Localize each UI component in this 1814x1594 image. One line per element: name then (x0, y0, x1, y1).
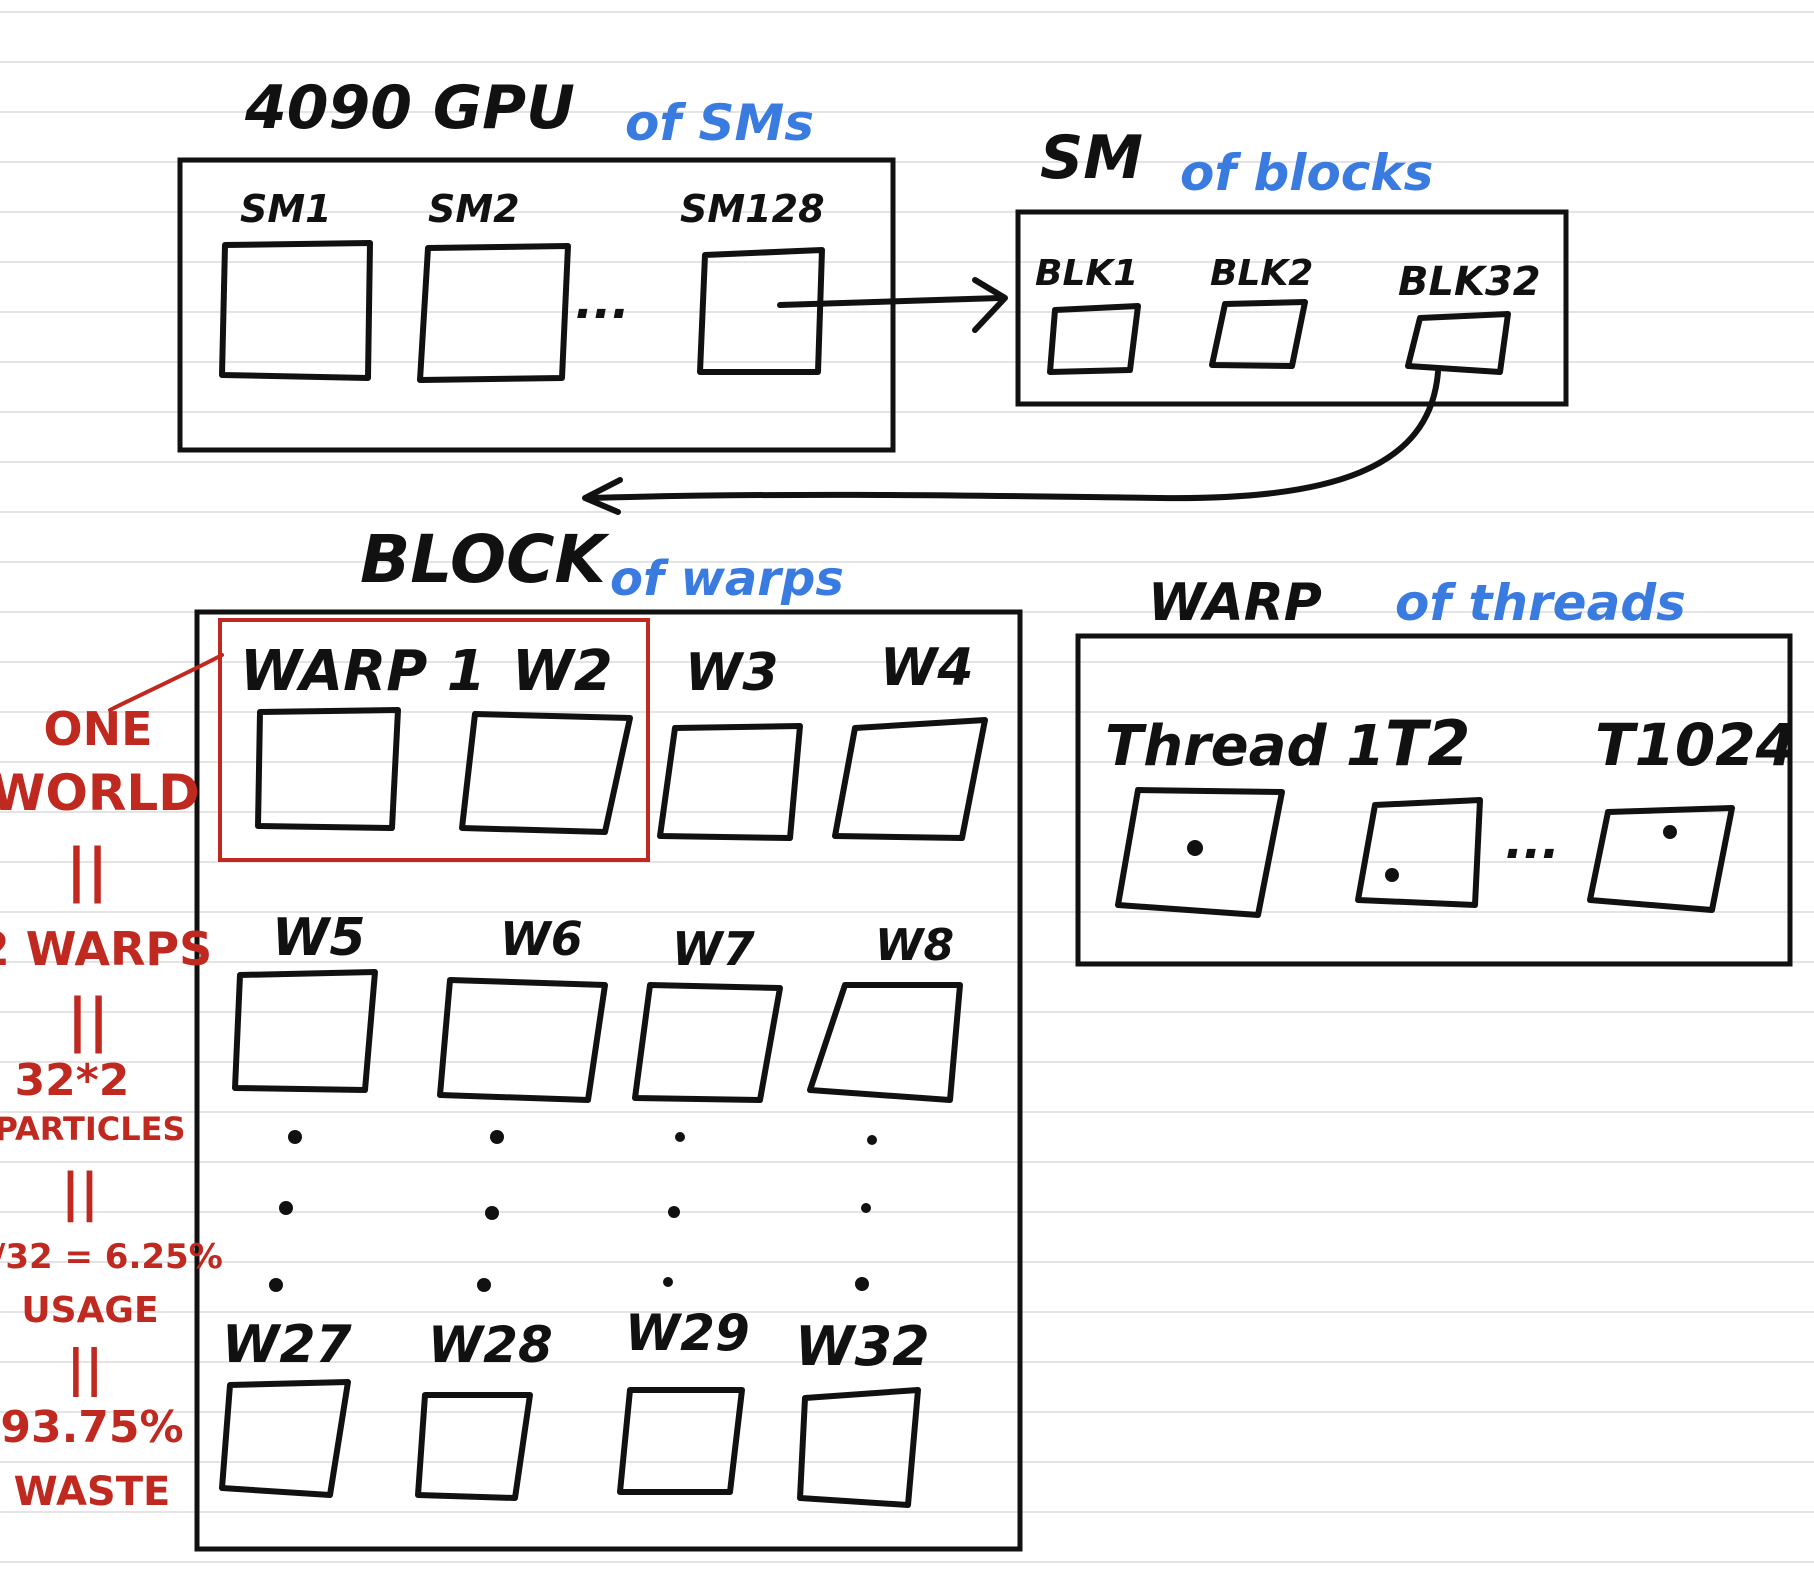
annotation-line: WORLD (0, 764, 200, 822)
block-box-1 (1047, 303, 1141, 375)
arrow-head-1 (972, 277, 1008, 333)
annotation-line: || (67, 1339, 104, 1397)
thread-box-1 (1115, 787, 1285, 918)
annotation-line: 2/32 = 6.25% (0, 1237, 223, 1277)
gpu-frame (177, 157, 896, 453)
gpu-group: 4090 GPU of SMs SM1 SM2 SM128 ... (177, 73, 896, 453)
block-frame (194, 609, 1023, 1552)
warp-label-3: W3 (685, 643, 779, 703)
warp-label-32: W32 (795, 1315, 930, 1378)
block-label-32: BLK32 (1398, 259, 1541, 305)
ellipsis-dot (861, 1203, 871, 1213)
thread-label-2: T2 (1385, 707, 1470, 780)
warp-label-2: W2 (512, 639, 613, 704)
sm-label-2: SM2 (428, 187, 520, 231)
block-box-32 (1405, 311, 1511, 375)
annotation-line: 32*2 (15, 1055, 130, 1106)
arrow-head-2 (582, 477, 623, 515)
thread-dot-icon (1385, 868, 1399, 882)
ellipsis-dot (490, 1130, 504, 1144)
ellipsis-dot (485, 1206, 499, 1220)
warp-label-1: WARP 1 (240, 639, 486, 704)
annotation-line: WASTE (14, 1469, 171, 1515)
annotation-connector (108, 653, 224, 712)
annotation-line: PARTICLES (0, 1110, 186, 1148)
waste-annotation: ONE WORLD || 2 WARPS || 32*2 PARTICLES |… (0, 702, 223, 1515)
annotation-line: 2 WARPS (0, 922, 212, 976)
thread-label-1: Thread 1 (1105, 714, 1385, 779)
ellipsis-dot (663, 1277, 673, 1287)
block-label-1: BLK1 (1035, 253, 1138, 294)
warp-box-4 (832, 717, 988, 841)
sm-frame (1015, 209, 1569, 407)
annotation-line: || (66, 836, 108, 904)
ellipsis-dot (855, 1277, 869, 1291)
warp-label-5: W5 (272, 908, 366, 968)
annotation-line: USAGE (21, 1290, 158, 1331)
warp-box-28 (415, 1392, 533, 1501)
block-title: BLOCK (360, 521, 611, 598)
block-box-2 (1209, 299, 1308, 369)
gpu-title: 4090 GPU (244, 73, 575, 143)
block-group: BLOCK of warps WARP 1 W2 W3 W4 W5 W6 W7 … (194, 521, 1023, 1552)
ellipsis-dot (668, 1206, 680, 1218)
sm-box-1 (219, 240, 373, 381)
warp-box-7 (632, 982, 783, 1103)
sm-box-2 (417, 243, 571, 383)
sm-label-128: SM128 (680, 187, 825, 231)
warp-label-6: W6 (500, 912, 583, 966)
warp-box-32 (797, 1387, 921, 1508)
ellipsis-dot (867, 1135, 877, 1145)
warp-box-6 (437, 977, 608, 1103)
warp-box-2 (459, 711, 633, 835)
thread-ellipsis: ... (1505, 814, 1560, 870)
annotation-line: || (61, 1163, 99, 1223)
warp-box-3 (657, 723, 803, 841)
warp-label-7: W7 (672, 922, 755, 976)
ellipsis-dot (477, 1278, 491, 1292)
warp-label-4: W4 (880, 638, 974, 698)
warp-box-8 (807, 982, 963, 1103)
thread-dot-icon (1663, 825, 1677, 839)
sm-ellipsis: ... (575, 274, 630, 330)
warp-title: WARP (1148, 573, 1322, 633)
ellipsis-dot (269, 1278, 283, 1292)
warp-box-27 (219, 1379, 351, 1498)
warp-group: WARP of threads Thread 1 T2 T1024 ... (1075, 573, 1796, 967)
thread-box-1024 (1587, 805, 1735, 913)
ellipsis-dot (675, 1132, 685, 1142)
annotation-line: || (67, 986, 109, 1054)
warp-label-27: W27 (222, 1315, 353, 1375)
thread-dot-icon (1187, 840, 1203, 856)
block-label-2: BLK2 (1210, 253, 1313, 294)
annotation-line: 93.75% (0, 1402, 183, 1453)
thread-box-2 (1355, 797, 1483, 908)
sm-label-1: SM1 (240, 187, 332, 231)
block-subtitle: of warps (610, 551, 844, 607)
sm-subtitle: of blocks (1180, 144, 1433, 202)
sm-title: SM (1040, 123, 1143, 193)
warp-frame (1075, 633, 1793, 967)
thread-label-1024: T1024 (1595, 711, 1796, 779)
warp-subtitle: of threads (1395, 574, 1686, 632)
sm-group: SM of blocks BLK1 BLK2 BLK32 (1015, 123, 1569, 407)
ellipsis-dot (279, 1201, 293, 1215)
warp-label-8: W8 (875, 920, 954, 971)
annotation-line: ONE (43, 702, 152, 756)
warp-box-5 (232, 969, 378, 1093)
arrow-block-to-block-detail (587, 369, 1441, 502)
sm-box-128 (697, 247, 825, 375)
warp-box-29 (617, 1387, 745, 1495)
gpu-subtitle: of SMs (625, 94, 814, 152)
warp-box-1 (255, 707, 401, 831)
one-world-highlight (218, 618, 650, 862)
arrow-sm-to-sm-detail (777, 295, 1003, 308)
ellipsis-dot (288, 1130, 302, 1144)
warp-label-28: W28 (428, 1316, 553, 1374)
warp-label-29: W29 (625, 1304, 750, 1362)
